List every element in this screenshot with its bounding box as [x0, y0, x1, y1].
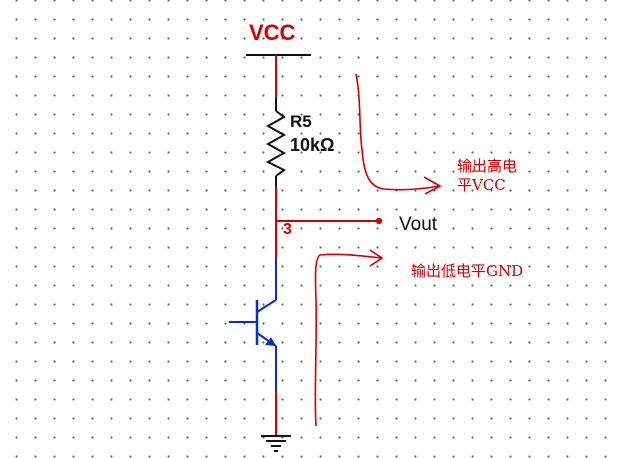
emitter-arrow [265, 337, 276, 346]
low-annotation-arrow [314, 253, 383, 427]
node-number-label: 3 [283, 221, 292, 238]
low-output-note: 输出低电平GND [411, 262, 524, 280]
vout-label: Vout [399, 214, 438, 235]
high-output-note-line1: 输出高电 [457, 157, 518, 175]
high-annotation-arrow [355, 73, 441, 191]
high-output-note: 输出高电 平VCC [457, 157, 517, 195]
vout-terminal [375, 217, 383, 225]
high-arrow-head [423, 176, 442, 195]
resistor-name-label: R5 [290, 112, 312, 131]
resistor-r5 [265, 110, 287, 177]
high-output-note-line2: 平VCC [457, 175, 506, 194]
low-arrow-head [369, 249, 384, 267]
resistor-value-label: 10kΩ [290, 135, 335, 155]
vcc-label: VCC [249, 20, 296, 45]
collector-diagonal [256, 299, 277, 313]
